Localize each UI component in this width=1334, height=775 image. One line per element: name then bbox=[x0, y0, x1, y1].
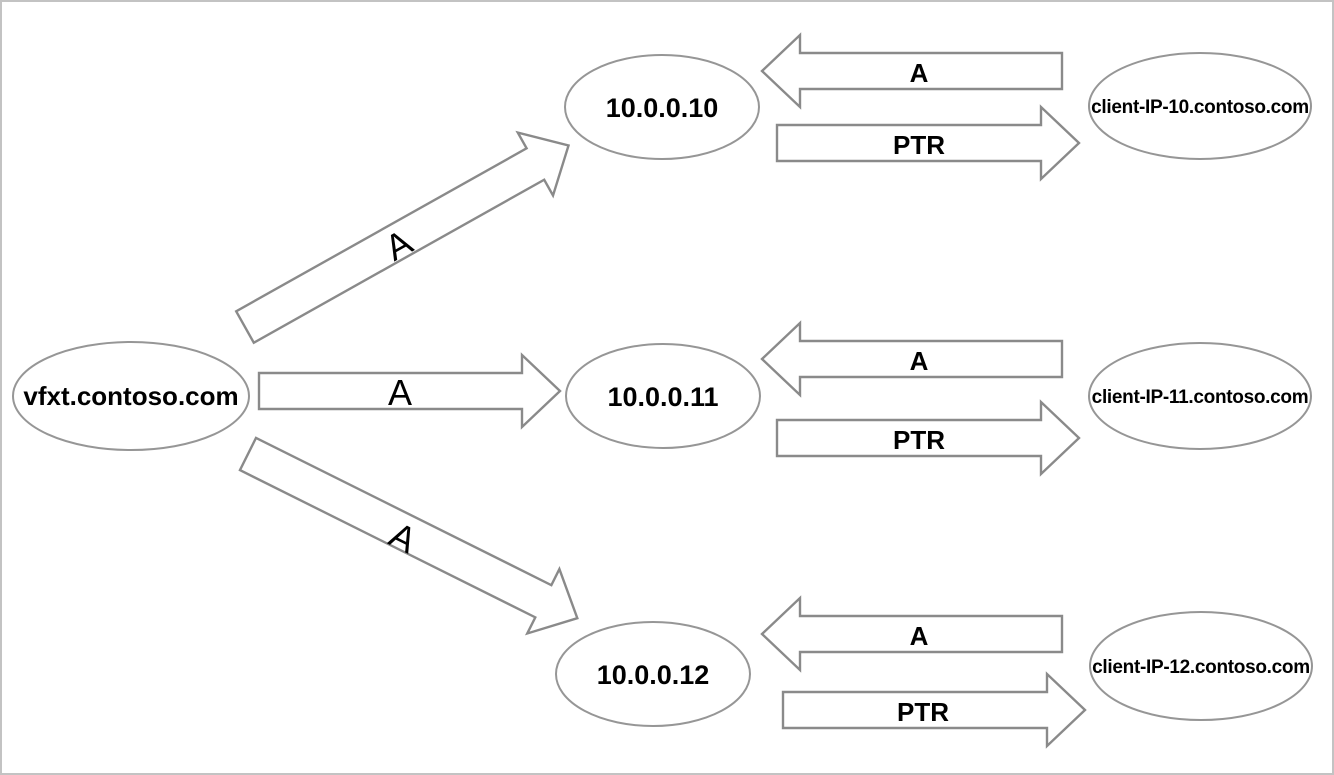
ptr-record-arrow-ip-to-client10-shape bbox=[775, 104, 1081, 182]
ptr-record-label-client11: PTR bbox=[893, 425, 945, 455]
a-record-arrow-client10-to-ip-shape bbox=[760, 32, 1064, 110]
ptr-record-arrow-ip-to-client12-shape bbox=[781, 671, 1087, 749]
ip-node-label-12: 10.0.0.12 bbox=[597, 660, 710, 690]
a-record-label-client12: A bbox=[910, 621, 929, 651]
client-node-ellipse-10 bbox=[1088, 52, 1312, 160]
client-node-label-12: client-IP-12.contoso.com bbox=[1092, 657, 1310, 678]
a-record-arrow-source-to-ip10-shape bbox=[234, 130, 571, 345]
ptr-record-label-client12: PTR bbox=[897, 697, 949, 727]
a-record-arrow-source-to-ip11: A bbox=[257, 352, 562, 430]
ptr-record-arrow-ip-to-client11-shape bbox=[775, 399, 1081, 477]
ptr-record-arrow-ip-to-client11 bbox=[775, 399, 1081, 477]
a-record-arrow-source-to-ip12-shape bbox=[238, 436, 579, 636]
a-record-arrow-source-to-ip12: A bbox=[238, 436, 579, 636]
client-node-ellipse-11 bbox=[1088, 342, 1312, 450]
source-node-label: vfxt.contoso.com bbox=[23, 381, 238, 411]
source-node-ellipse bbox=[12, 341, 250, 451]
a-record-arrow-client11-to-ip bbox=[760, 320, 1064, 398]
ip-node-ellipse-10 bbox=[564, 54, 760, 160]
a-record-label-client11: A bbox=[910, 346, 929, 376]
a-record-arrow-client12-to-ip bbox=[760, 595, 1064, 673]
a-record-label-source-to-ip11: A bbox=[388, 372, 412, 413]
a-record-arrow-client12-to-ip-shape bbox=[760, 595, 1064, 673]
ip-node-ellipse-12 bbox=[555, 621, 751, 727]
ptr-record-arrow-ip-to-client10 bbox=[775, 104, 1081, 182]
ptr-record-arrow-ip-to-client12 bbox=[781, 671, 1087, 749]
client-node-label-11: client-IP-11.contoso.com bbox=[1092, 387, 1309, 408]
ptr-record-label-client10: PTR bbox=[893, 130, 945, 160]
a-record-arrow-source-to-ip10: A bbox=[234, 130, 571, 345]
ip-node-ellipse-11 bbox=[565, 343, 761, 449]
a-record-label-client10: A bbox=[910, 58, 929, 88]
client-node-ellipse-12 bbox=[1089, 611, 1313, 721]
a-record-arrow-client10-to-ip bbox=[760, 32, 1064, 110]
ip-node-label-10: 10.0.0.10 bbox=[606, 93, 719, 123]
client-node-label-10: client-IP-10.contoso.com bbox=[1091, 97, 1309, 118]
a-record-arrow-source-to-ip11-shape bbox=[257, 352, 562, 430]
a-record-arrow-client11-to-ip-shape bbox=[760, 320, 1064, 398]
ip-node-label-11: 10.0.0.11 bbox=[607, 382, 718, 412]
